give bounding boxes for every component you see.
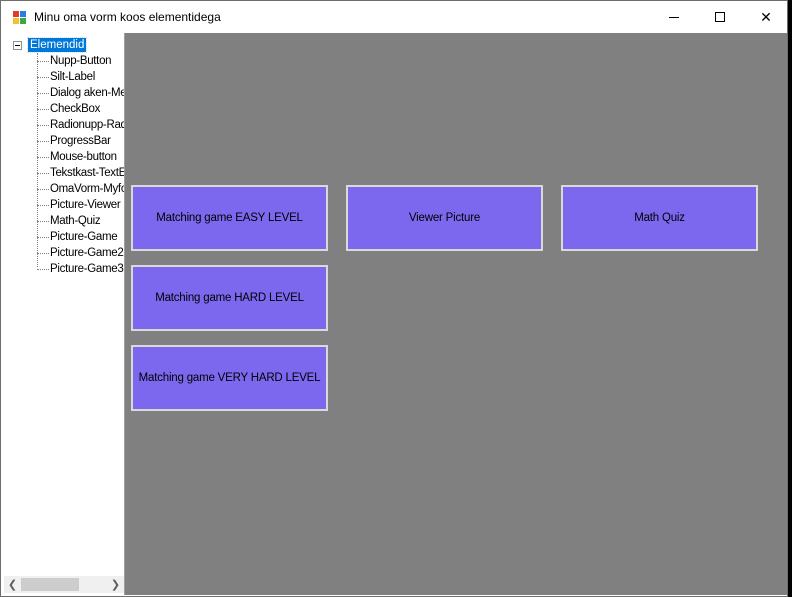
tree-connector — [37, 252, 49, 254]
tree-item[interactable]: Radionupp-Rad — [37, 117, 124, 133]
tree-item-label: Math-Quiz — [50, 215, 101, 227]
tree-item-label: Picture-Game — [50, 231, 118, 243]
maximize-button[interactable] — [697, 1, 743, 33]
tree-item-label: Radionupp-Rad — [50, 119, 124, 131]
tree-item-label: Mouse-button — [50, 151, 117, 163]
tree-item-label: Silt-Label — [50, 71, 95, 83]
tree-connector — [37, 236, 49, 238]
tree-connector — [37, 268, 49, 270]
tree-connector — [37, 108, 49, 110]
minimize-icon — [669, 16, 679, 18]
tree-item[interactable]: Picture-Game2 — [37, 245, 124, 261]
tree-item[interactable]: Nupp-Button — [37, 53, 112, 69]
scroll-left-icon[interactable]: ❮ — [7, 579, 18, 591]
minimize-button[interactable] — [651, 1, 697, 33]
tree-connector — [37, 188, 49, 190]
title-bar[interactable]: Minu oma vorm koos elementidega ✕ — [1, 1, 787, 33]
viewer-picture-button[interactable]: Viewer Picture — [346, 185, 543, 251]
tree-item[interactable]: Picture-Viewer — [37, 197, 121, 213]
tree-item-label: Dialog aken-Me — [50, 87, 124, 99]
tree-item[interactable]: CheckBox — [37, 101, 100, 117]
math-quiz-button[interactable]: Math Quiz — [561, 185, 758, 251]
tree-item-label: Nupp-Button — [50, 55, 112, 67]
collapse-icon[interactable] — [13, 40, 22, 50]
hard-level-button[interactable]: Matching game HARD LEVEL — [131, 265, 328, 331]
tree-item[interactable]: Tekstkast-TextE — [37, 165, 124, 181]
tree-item[interactable]: OmaVorm-Myfor — [37, 181, 124, 197]
tree-item-label: Picture-Game3 — [50, 263, 124, 275]
easy-level-button[interactable]: Matching game EASY LEVEL — [131, 185, 328, 251]
tree-item[interactable]: Mouse-button — [37, 149, 117, 165]
form-app-icon — [13, 11, 27, 24]
tree-item-label: CheckBox — [50, 103, 101, 115]
maximize-icon — [715, 12, 725, 22]
background-window-edge — [788, 0, 792, 597]
tree-connector — [37, 124, 49, 126]
tree-connector-line — [37, 53, 38, 267]
scroll-right-icon[interactable]: ❯ — [110, 579, 121, 591]
tree-item[interactable]: ProgressBar — [37, 133, 111, 149]
tree-connector — [37, 140, 49, 142]
tree-item-label: Picture-Game2 — [50, 247, 124, 259]
tree-item[interactable]: Picture-Game3 — [37, 261, 124, 277]
tree-connector — [37, 76, 49, 78]
tree-item[interactable]: Dialog aken-Me — [37, 85, 124, 101]
tree-root-node[interactable]: Elemendid — [13, 37, 88, 53]
tree-item[interactable]: Picture-Game — [37, 229, 118, 245]
tree-item-label: Tekstkast-TextE — [50, 167, 124, 179]
tree-item-label: ProgressBar — [50, 135, 111, 147]
tree-connector — [37, 172, 49, 174]
very-hard-level-button[interactable]: Matching game VERY HARD LEVEL — [131, 345, 328, 411]
close-button[interactable]: ✕ — [743, 1, 789, 33]
scrollbar-thumb[interactable] — [21, 578, 79, 591]
tree-connector — [37, 92, 49, 94]
main-panel: Matching game EASY LEVEL Viewer Picture … — [125, 33, 787, 595]
tree-horizontal-scrollbar[interactable]: ❮ ❯ — [4, 576, 124, 593]
tree-item-label: OmaVorm-Myfor — [50, 183, 124, 195]
tree-connector — [37, 60, 49, 62]
tree-connector — [37, 156, 49, 158]
tree-root-label: Elemendid — [26, 37, 88, 53]
tree-item[interactable]: Silt-Label — [37, 69, 95, 85]
tree-item-label: Picture-Viewer — [50, 199, 121, 211]
close-icon: ✕ — [760, 8, 772, 25]
tree-item[interactable]: Math-Quiz — [37, 213, 101, 229]
window-title: Minu oma vorm koos elementidega — [34, 10, 221, 24]
tree-connector — [37, 204, 49, 206]
tree-connector — [37, 220, 49, 222]
